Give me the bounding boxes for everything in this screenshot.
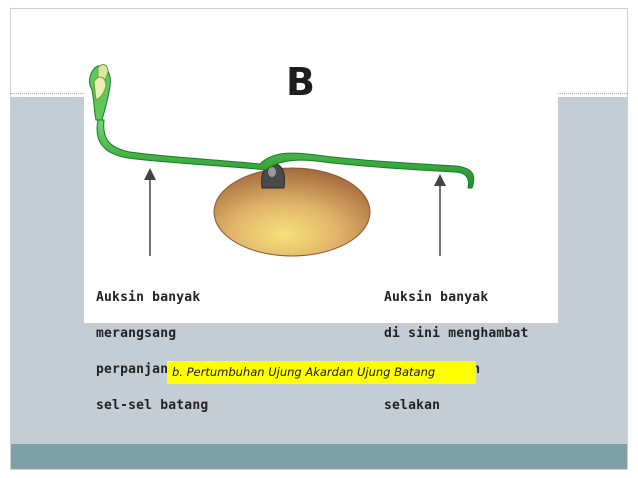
left-annotation-line: merangsang (96, 326, 177, 341)
right-annotation: Auksin banyak di sini menghambat perpanj… (384, 268, 528, 436)
left-annotation-line: sel-sel batang (96, 398, 209, 413)
figure-letter: B (286, 60, 315, 104)
left-annotation-line: Auksin banyak (96, 290, 201, 305)
stem (96, 119, 475, 189)
slide-footer-bar (11, 444, 627, 469)
seedling-figure: B Auksin banyak merangsang perpanjangan … (84, 60, 558, 412)
left-annotation: Auksin banyak merangsang perpanjangan se… (96, 268, 208, 436)
right-annotation-line: selakan (384, 398, 441, 413)
right-annotation-line: di sini menghambat (384, 326, 529, 341)
right-annotation-line: Auksin banyak (384, 290, 489, 305)
seed (213, 167, 371, 257)
seedling-illustration (89, 64, 475, 257)
figure-caption: b. Pertumbuhan Ujung Akardan Ujung Batan… (167, 361, 476, 384)
